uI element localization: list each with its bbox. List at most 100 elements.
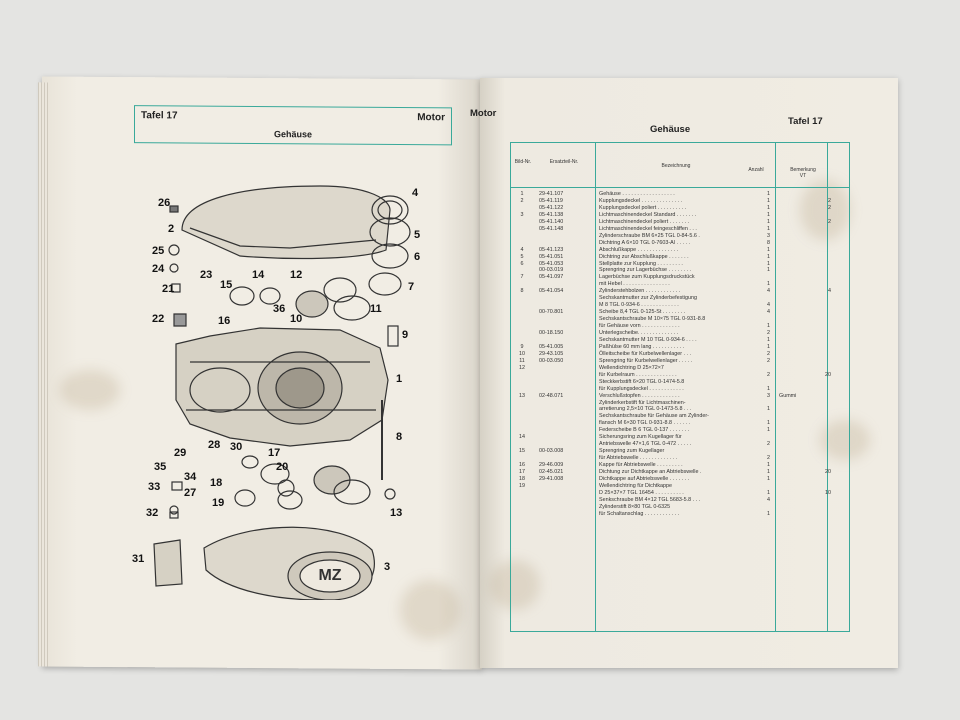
cell-bezeichnung: Sprengring für Kurbelwellenlager . . . .…	[599, 357, 693, 364]
cell-bezeichnung: für Abtriebswelle . . . . . . . . . . . …	[599, 455, 678, 462]
cell-bezeichnung: Paßhülse 60 mm lang . . . . . . . . . . …	[599, 343, 685, 350]
cell-bild-nr: 17	[519, 469, 525, 475]
cell-bezeichnung: Wellendichtring D 25×72×7	[599, 364, 664, 371]
cell-anzahl: 1	[767, 253, 770, 260]
callout-label: 25	[152, 245, 164, 257]
cell-anzahl: 1	[767, 420, 770, 427]
cell-ersatzteil-nr: 29-41.008	[539, 475, 564, 482]
right-page	[480, 78, 898, 668]
cell-anzahl: 1	[767, 204, 770, 211]
table-row: Zylinderstift 8×80 TGL 0-6325	[511, 504, 849, 511]
cell-vt: 2	[828, 197, 831, 204]
cell-bezeichnung: Wellendichtring für Dichtkappe	[599, 482, 673, 489]
callout-label: 34	[184, 471, 197, 483]
table-row: für Schaltanschlag . . . . . . . . . . .…	[511, 511, 849, 518]
cell-anzahl: 2	[767, 350, 770, 357]
callout-label: 14	[252, 269, 265, 281]
cell-bild-nr: 19	[519, 482, 525, 489]
cell-anzahl: 1	[767, 211, 770, 218]
cell-bezeichnung: Zylinderstift 8×80 TGL 0-6325	[599, 503, 671, 510]
cell-bild-nr: 18	[519, 475, 525, 482]
table-row: für Abtriebswelle . . . . . . . . . . . …	[511, 455, 849, 462]
callout-label: 23	[200, 269, 212, 281]
table-row: flansch M 6×30 TGL 0-931-8.8 . . . . . .…	[511, 420, 849, 427]
cell-bezeichnung: Zylinderstehbolzen . . . . . . . . . . .…	[599, 288, 681, 295]
cell-bild-nr: 1	[520, 191, 524, 197]
cell-ersatzteil-nr: 00-03.050	[539, 357, 564, 364]
cell-anzahl: 1	[767, 489, 770, 496]
table-row: Sechskantmutter M 10 TGL 0-934-6 . . . .…	[511, 337, 849, 344]
cell-bezeichnung: Ölleitscheibe für Kurbelwellenlager . . …	[599, 350, 691, 357]
cell-bezeichnung: Kappe für Abtriebswelle . . . . . . . . …	[599, 462, 683, 469]
callout-label: 28	[208, 439, 220, 451]
cell-anzahl: 1	[767, 336, 770, 343]
cell-bezeichnung: Kupplungsdeckel poliert . . . . . . . . …	[599, 204, 687, 211]
cell-anzahl: 3	[767, 392, 770, 399]
cell-ersatzteil-nr: 29-43.105	[539, 350, 564, 357]
callout-label: 24	[152, 263, 165, 275]
table-row: für Kurbelraum . . . . . . . . . . . . .…	[511, 372, 849, 379]
open-manual: Tafel 17 Motor Gehäuse	[38, 76, 898, 670]
cell-bezeichnung: mit Hebel . . . . . . . . . . . . . . . …	[599, 281, 670, 288]
cell-anzahl: 1	[767, 197, 770, 204]
table-divider	[827, 143, 828, 631]
callout-label: 26	[158, 197, 170, 209]
cell-bild-nr: 14	[519, 434, 525, 441]
table-row: für Gehäuse vorn . . . . . . . . . . . .…	[511, 323, 849, 330]
callout-label: 11	[370, 303, 382, 315]
cell-bezeichnung: für Schaltanschlag . . . . . . . . . . .…	[599, 510, 680, 517]
callout-label: 2	[168, 223, 174, 235]
cell-bemerkung: Gummi	[779, 392, 797, 399]
header-bezeichnung: Bezeichnung	[661, 163, 691, 169]
cell-bezeichnung: Lichtmaschinendeckel poliert . . . . . .…	[599, 218, 690, 225]
table-row: Zylinderkerbstift für Lichtmaschinen-	[511, 400, 849, 407]
callout-label: 8	[396, 431, 402, 443]
stain	[60, 370, 120, 410]
stain	[490, 560, 540, 610]
cell-bezeichnung: Sicherungsring zum Kugellager für	[599, 434, 682, 441]
cell-bezeichnung: Zylinderschraube BM 6×25 TGL 0-84-5.6 .	[599, 232, 700, 239]
callout-label: 32	[146, 507, 158, 519]
cell-bezeichnung: Lagerbüchse zum Kupplungsdruckstück	[599, 274, 695, 281]
cell-ersatzteil-nr: 05-41.097	[539, 274, 564, 281]
cell-anzahl: 1	[767, 469, 770, 475]
cell-anzahl: 1	[767, 225, 770, 232]
cell-ersatzteil-nr: 05-41.005	[539, 343, 564, 350]
cell-bezeichnung: für Gehäuse vorn . . . . . . . . . . . .…	[599, 323, 680, 330]
table-row: arretierung 2,5×10 TGL 0-1473-5.8 . . .1	[511, 406, 849, 413]
cell-bild-nr: 6	[520, 260, 524, 267]
callout-label: 21	[162, 283, 174, 295]
stain	[800, 180, 850, 240]
stain	[820, 420, 870, 460]
cell-anzahl: 2	[767, 371, 770, 378]
left-section: Motor	[417, 112, 445, 124]
cell-bild-nr: 2	[520, 197, 524, 204]
cell-bezeichnung: M 8 TGL 0-934-6 . . . . . . . . . . . . …	[599, 302, 679, 309]
table-row: Antriebswelle 47×1,6 TGL 0-472 . . . . .…	[511, 441, 849, 448]
cell-anzahl: 1	[767, 267, 770, 274]
cell-anzahl: 1	[767, 246, 770, 253]
table-row: Federscheibe B 6 TGL 0-137 . . . . . . .…	[511, 427, 849, 434]
callout-label: 12	[290, 269, 302, 281]
cell-bezeichnung: Sechskantschraube für Gehäuse am Zylinde…	[599, 413, 709, 420]
cell-anzahl: 1	[767, 510, 770, 517]
right-section: Motor	[470, 108, 497, 119]
cell-anzahl: 3	[767, 232, 770, 239]
cell-anzahl: 2	[767, 330, 770, 336]
cell-anzahl: 4	[767, 302, 770, 309]
cell-bezeichnung: Lichtmaschinendeckel feingeschliffen . .…	[599, 225, 697, 232]
right-title: Gehäuse	[650, 124, 691, 135]
cell-vt: 20	[825, 371, 831, 378]
cell-bild-nr: 15	[519, 448, 525, 455]
callout-label: 1	[396, 373, 402, 385]
callout-label: 6	[414, 251, 420, 263]
exploded-view-drawing: MZ 26 2 4 5 6 25 24 23 14 12 7 21 15 36 …	[132, 185, 420, 600]
